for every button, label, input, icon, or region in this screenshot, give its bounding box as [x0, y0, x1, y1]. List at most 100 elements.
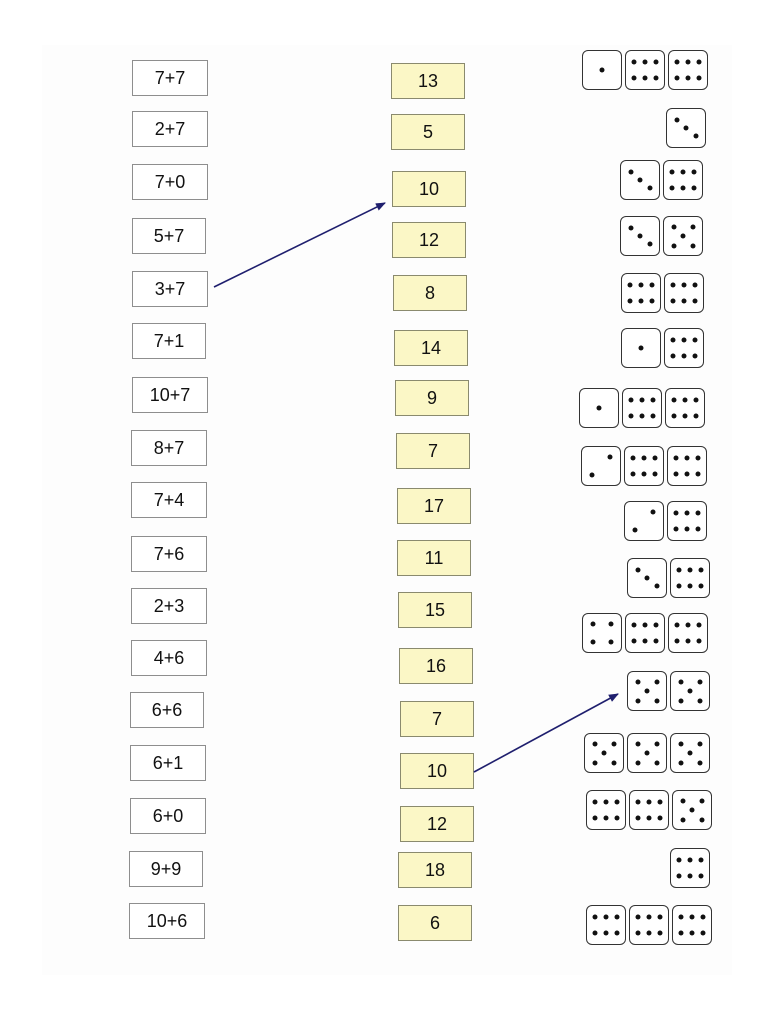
die-pip	[671, 397, 677, 403]
die-pip	[637, 177, 643, 183]
die-pip	[596, 405, 602, 411]
die-pip	[697, 760, 702, 765]
die-pip	[653, 622, 659, 628]
die-pip	[680, 185, 686, 191]
answer-box: 12	[392, 222, 466, 258]
die-6	[621, 273, 661, 313]
die-pip	[641, 471, 647, 477]
die-pip	[653, 75, 659, 81]
die-pip	[676, 567, 682, 573]
die-pip	[670, 282, 676, 288]
answer-box: 16	[399, 648, 473, 684]
die-pip	[657, 799, 663, 805]
die-pip	[611, 741, 616, 746]
die-pip	[684, 471, 690, 477]
die-pip	[607, 454, 613, 460]
die-pip	[700, 914, 706, 920]
die-pip	[698, 873, 704, 879]
die-1	[621, 328, 661, 368]
die-pip	[687, 857, 693, 863]
die-pip	[592, 815, 598, 821]
die-pip	[646, 799, 652, 805]
expression-box: 6+1	[130, 745, 206, 781]
die-pip	[693, 133, 698, 139]
die-pip	[654, 583, 659, 589]
die-pip	[678, 930, 684, 936]
die-pip	[642, 638, 648, 644]
answer-box: 13	[391, 63, 465, 99]
die-pip	[689, 930, 695, 936]
die-pip	[700, 930, 706, 936]
die-pip	[642, 75, 648, 81]
die-pip	[696, 59, 702, 65]
die-pip	[608, 639, 614, 645]
die-pip	[687, 583, 693, 589]
expression-box: 7+1	[132, 323, 206, 359]
die-pip	[635, 760, 640, 765]
answer-box: 7	[400, 701, 474, 737]
answer-box: 18	[398, 852, 472, 888]
die-4	[582, 613, 622, 653]
answer-box: 14	[394, 330, 468, 366]
die-pip	[690, 243, 695, 248]
expression-box: 7+0	[132, 164, 208, 200]
die-pip	[608, 621, 614, 627]
expression-box: 10+7	[132, 377, 208, 413]
die-pip	[685, 59, 691, 65]
die-pip	[681, 298, 687, 304]
die-pip	[650, 413, 656, 419]
answer-box: 10	[400, 753, 474, 789]
die-pip	[697, 698, 702, 703]
die-pip	[691, 185, 697, 191]
die-pip	[674, 117, 679, 123]
die-5	[584, 733, 624, 773]
die-pip	[628, 169, 633, 175]
die-5	[627, 733, 667, 773]
die-pip	[687, 688, 693, 694]
die-pip	[678, 679, 683, 684]
die-pip	[644, 688, 650, 694]
die-pip	[696, 622, 702, 628]
die-pip	[671, 243, 676, 248]
die-pip	[635, 679, 640, 684]
die-pip	[635, 930, 641, 936]
die-pip	[592, 914, 598, 920]
die-pip	[690, 224, 695, 229]
die-pip	[673, 471, 679, 477]
die-pip	[638, 282, 644, 288]
answer-box: 10	[392, 171, 466, 207]
die-pip	[678, 698, 683, 703]
die-6	[668, 613, 708, 653]
die-pip	[680, 169, 686, 175]
die-pip	[685, 75, 691, 81]
die-pip	[673, 526, 679, 532]
die-pip	[684, 510, 690, 516]
die-pip	[669, 185, 675, 191]
die-pip	[614, 799, 620, 805]
die-5	[672, 790, 712, 830]
die-pip	[696, 75, 702, 81]
die-pip	[695, 455, 701, 461]
die-pip	[592, 799, 598, 805]
die-pip	[614, 815, 620, 821]
die-pip	[649, 282, 655, 288]
die-pip	[592, 760, 597, 765]
die-pip	[697, 741, 702, 746]
die-pip	[674, 75, 680, 81]
expression-box: 10+6	[129, 903, 205, 939]
die-6	[672, 905, 712, 945]
die-6	[622, 388, 662, 428]
die-pip	[680, 798, 685, 803]
answer-box: 12	[400, 806, 474, 842]
die-pip	[654, 741, 659, 746]
die-pip	[670, 337, 676, 343]
die-3	[620, 160, 660, 200]
die-pip	[698, 583, 704, 589]
die-pip	[674, 622, 680, 628]
answer-box: 17	[397, 488, 471, 524]
die-pip	[646, 930, 652, 936]
die-6	[667, 446, 707, 486]
die-pip	[644, 750, 650, 756]
die-6	[586, 790, 626, 830]
